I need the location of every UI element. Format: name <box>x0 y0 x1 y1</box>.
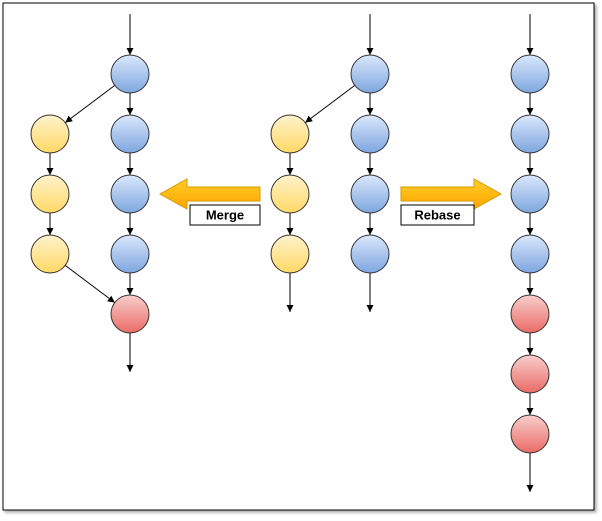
merge-arrow <box>158 178 261 210</box>
commit-node-yellow <box>270 234 310 274</box>
rebase-label: Rebase <box>414 208 460 223</box>
commit-node-red <box>110 294 150 334</box>
commit-node-yellow <box>30 234 70 274</box>
commit-node-blue <box>110 174 150 214</box>
commit-node-yellow <box>270 174 310 214</box>
commit-node-red <box>510 414 550 454</box>
commit-edge <box>64 85 116 123</box>
commit-node-yellow <box>30 174 70 214</box>
commit-edge <box>304 85 356 123</box>
commit-node-blue <box>350 174 390 214</box>
commit-node-blue <box>510 234 550 274</box>
commit-node-blue <box>510 54 550 94</box>
commit-node-blue <box>350 114 390 154</box>
commit-edge <box>64 264 116 304</box>
commit-node-blue <box>110 54 150 94</box>
commit-node-blue <box>510 114 550 154</box>
rebase-label-box <box>400 204 475 226</box>
commit-nodes <box>30 54 550 454</box>
commit-node-red <box>510 354 550 394</box>
commit-node-blue <box>510 174 550 214</box>
commit-node-blue <box>110 114 150 154</box>
commit-node-yellow <box>270 114 310 154</box>
merge-label-box <box>189 204 261 226</box>
merge-label: Merge <box>206 208 244 223</box>
rebase-arrow <box>400 178 503 210</box>
commit-node-blue <box>350 54 390 94</box>
commit-node-red <box>510 294 550 334</box>
commit-node-yellow <box>30 114 70 154</box>
commit-node-blue <box>110 234 150 274</box>
commit-node-blue <box>350 234 390 274</box>
commit-edges <box>46 14 534 492</box>
